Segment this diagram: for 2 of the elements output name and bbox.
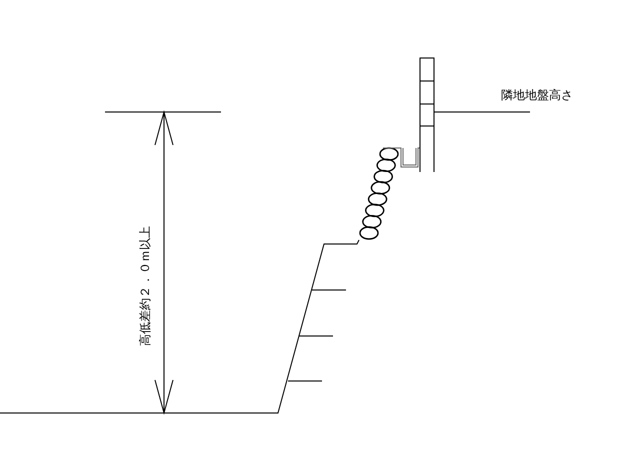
ground-level-label: 隣地地盤高さ <box>501 88 573 102</box>
dimension-label: 高低差約２．０ｍ以上 <box>138 226 152 346</box>
